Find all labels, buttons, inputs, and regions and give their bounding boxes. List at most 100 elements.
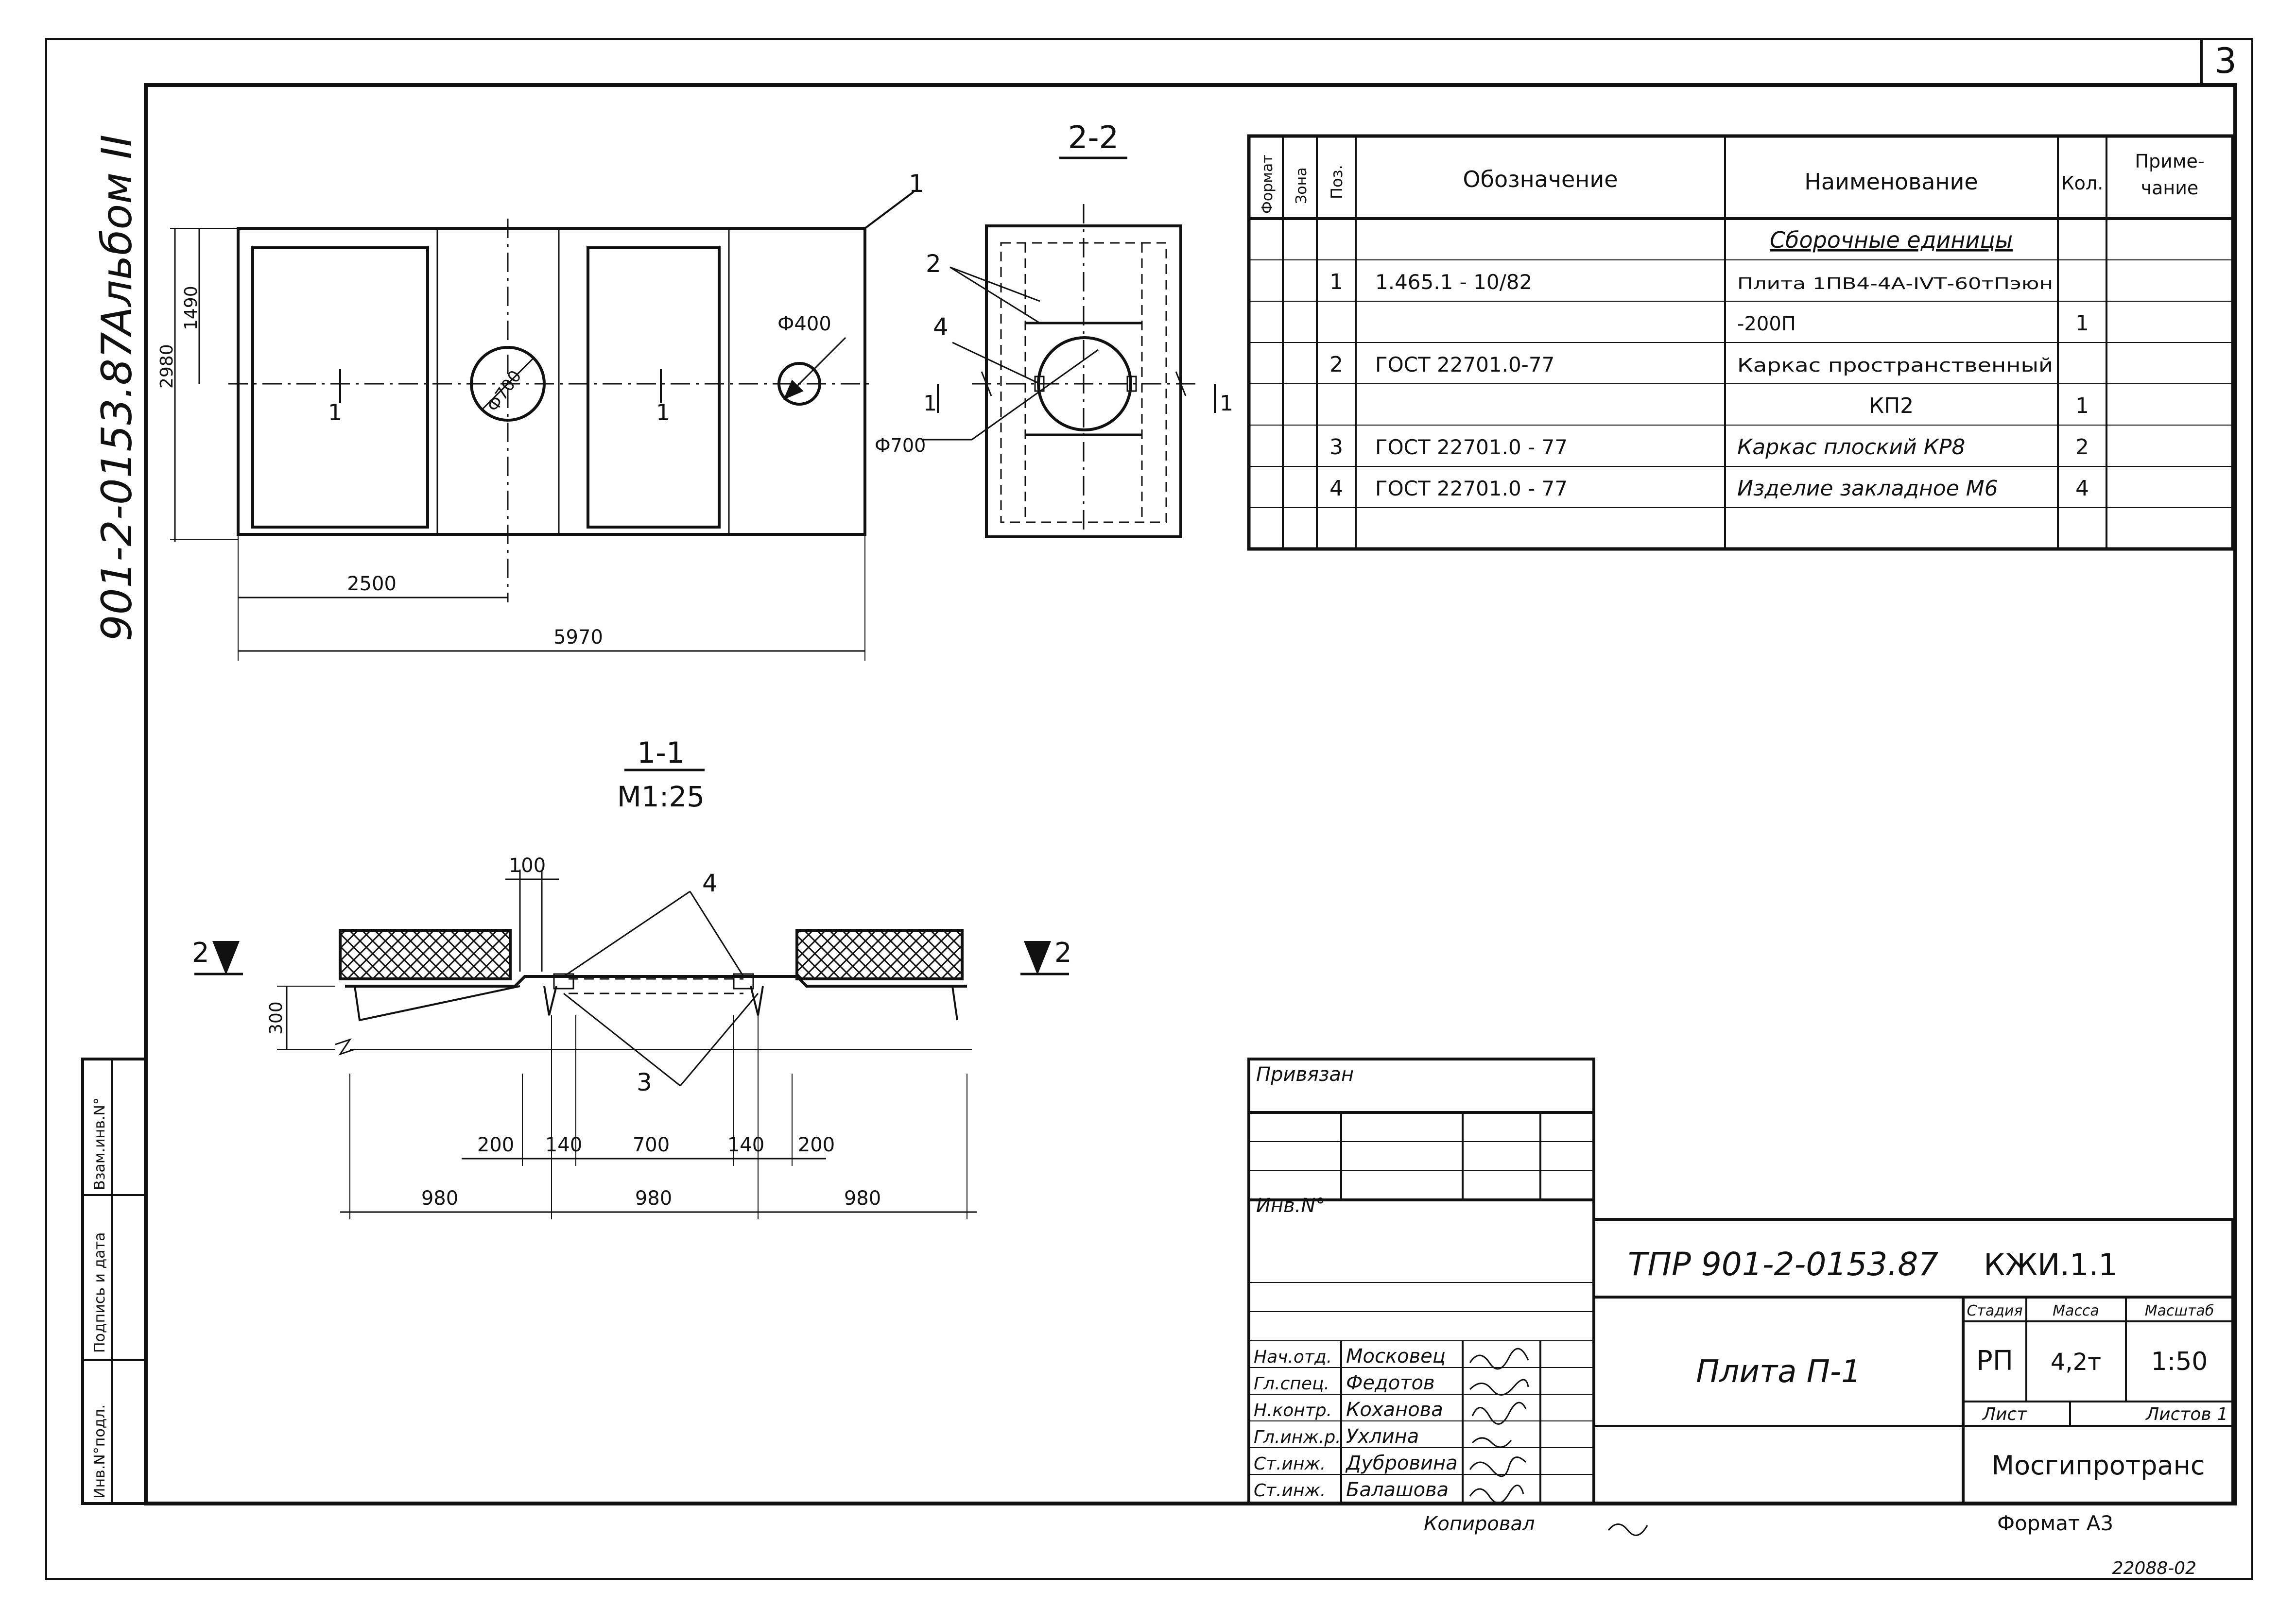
plan-dim-half-width: 2500 — [347, 573, 397, 595]
spec-header-note-1: Приме- — [2135, 151, 2204, 172]
staff-name: Дубровина — [1345, 1452, 1458, 1474]
section-1-1-dim-140-left: 140 — [545, 1134, 582, 1156]
spec-cell-name: Сборочные единицы — [1770, 227, 2013, 253]
plan-dim-half-height: 1490 — [181, 286, 201, 330]
scale-value: 1:50 — [2151, 1347, 2208, 1376]
spec-cell-pos: 2 — [1329, 352, 1343, 377]
mass-value: 4,2т — [2051, 1349, 2101, 1376]
sheet-code: КЖИ.1.1 — [1984, 1247, 2118, 1282]
spec-cell-name: Каркас плоский КР8 — [1737, 435, 1965, 460]
plan-section-mark-right: 1 — [656, 399, 670, 426]
staff-name: Коханова — [1346, 1399, 1443, 1421]
section-2-2-title: 2-2 — [1068, 120, 1119, 156]
spec-header-format: Формат — [1259, 154, 1276, 214]
plan-view — [170, 191, 915, 661]
item-name: Плита П-1 — [1696, 1354, 1861, 1390]
table-row: 2 ГОСТ 22701.0-77 Каркас пространственны… — [1329, 352, 2053, 377]
section-1-1-dim-200-right: 200 — [798, 1134, 835, 1156]
staff-role: Нач.отд. — [1254, 1347, 1332, 1367]
section-1-1-cut-right: 2 — [1054, 937, 1072, 969]
spec-header-note-2: чание — [2141, 177, 2199, 199]
spec-cell-name: Изделие закладное М6 — [1737, 476, 1998, 501]
staff-name: Московец — [1346, 1345, 1446, 1368]
mass-label: Масса — [2053, 1302, 2099, 1319]
section-1-1-dim-300: 300 — [266, 1001, 286, 1035]
side-stamp: Инв.N°подл. Подпись и дата Взам.инв.N° — [81, 1058, 147, 1505]
stage-label: Стадия — [1967, 1302, 2022, 1319]
spec-rows: Сборочные единицы 1 1.465.1 - 10/82 Плит… — [1329, 227, 2089, 501]
sheet-frame — [45, 38, 2253, 1580]
section-1-1-view — [194, 870, 1069, 1219]
table-row: 4 ГОСТ 22701.0 - 77 Изделие закладное М6… — [1329, 476, 2089, 501]
section-2-2-callout-2: 2 — [926, 250, 941, 278]
section-1-1-dim-980-1: 980 — [421, 1187, 458, 1210]
staff-name: Балашова — [1346, 1479, 1449, 1501]
section-2-2-callout-4: 4 — [933, 313, 949, 341]
section-1-1-dim-140-right: 140 — [727, 1134, 764, 1156]
spec-table — [1247, 134, 2235, 551]
spec-cell-name: Каркас пространственный — [1737, 355, 2053, 376]
side-stamp-signature: Подпись и дата — [91, 1232, 108, 1353]
spec-cell-pos: 3 — [1329, 435, 1343, 460]
side-stamp-replaced: Взам.инв.N° — [91, 1097, 108, 1190]
staff-role: Н.контр. — [1254, 1401, 1332, 1420]
section-1-1-callout-3: 3 — [637, 1068, 652, 1096]
spec-cell-name: -200П — [1737, 313, 1796, 335]
spec-cell-designation: ГОСТ 22701.0 - 77 — [1375, 435, 1568, 459]
staff-role: Гл.инж.р. — [1254, 1427, 1341, 1447]
spec-cell-name: КП2 — [1869, 393, 1914, 418]
spec-cell-qty: 1 — [2075, 311, 2089, 336]
section-1-1-dim-980-2: 980 — [635, 1187, 672, 1210]
scale-label: Масштаб — [2145, 1302, 2214, 1319]
staff-name: Федотов — [1346, 1372, 1435, 1394]
plan-section-mark-left: 1 — [328, 399, 342, 426]
copied-by-label: Копировал — [1424, 1513, 1535, 1535]
spec-cell-qty: 1 — [2075, 393, 2089, 418]
spec-header-pos: Поз. — [1328, 165, 1346, 199]
section-2-2-view — [923, 204, 1216, 544]
spec-cell-designation: ГОСТ 22701.0-77 — [1375, 353, 1554, 376]
spec-header-name: Наименование — [1804, 169, 1978, 195]
table-row: КП2 1 — [1869, 393, 2089, 418]
organization: Мосгипротранс — [1991, 1450, 2205, 1481]
bound-label: Привязан — [1256, 1063, 1354, 1086]
staff-role: Ст.инж. — [1254, 1481, 1326, 1501]
table-row: Сборочные единицы — [1770, 227, 2013, 253]
sheet-number: 3 — [2214, 40, 2237, 81]
section-2-2-cut-right: 1 — [1220, 391, 1233, 416]
section-1-1-dim-700: 700 — [633, 1134, 670, 1156]
spec-cell-qty: 4 — [2075, 476, 2089, 501]
project-code-vertical: 901-2-0153.87 — [93, 332, 141, 641]
section-1-1-dim-200-left: 200 — [477, 1134, 514, 1156]
staff-role: Гл.спец. — [1254, 1374, 1329, 1394]
sheet-label: Лист — [1982, 1404, 2027, 1424]
plan-hole-small-label: Ф400 — [777, 313, 831, 335]
section-1-1-dim-980-3: 980 — [844, 1187, 881, 1210]
spec-header-designation: Обозначение — [1463, 166, 1618, 192]
staff-role: Ст.инж. — [1254, 1454, 1326, 1474]
format-label: Формат А3 — [1997, 1511, 2113, 1535]
staff-list: Нач.отд. Московец Гл.спец. Федотов Н.кон… — [1254, 1345, 1458, 1501]
signatures — [1469, 1348, 1648, 1536]
section-2-2-cut-left: 1 — [923, 391, 937, 416]
plan-hole-large-label: Ф700 — [483, 367, 526, 415]
stage-value: РП — [1976, 1345, 2013, 1377]
spec-cell-pos: 1 — [1329, 270, 1343, 294]
spec-cell-qty: 2 — [2075, 435, 2089, 460]
spec-cell-name: Плита 1ПВ4-4А-IVТ-60тПэюн — [1737, 274, 2053, 293]
spec-header-qty: Кол. — [2061, 172, 2104, 194]
archive-number: 22088-02 — [2112, 1558, 2196, 1578]
section-1-1-scale: М1:25 — [617, 780, 705, 813]
spec-cell-designation: ГОСТ 22701.0 - 77 — [1375, 477, 1568, 500]
spec-header-zone: Зона — [1293, 167, 1310, 204]
document-code: ТПР 901-2-0153.87 — [1628, 1246, 1938, 1283]
section-1-1-dim-100: 100 — [509, 855, 546, 877]
album-label: Альбом II — [93, 135, 141, 338]
table-row: 3 ГОСТ 22701.0 - 77 Каркас плоский КР8 2 — [1329, 435, 2089, 460]
section-2-2-dim-hole: Ф700 — [875, 435, 926, 456]
table-row: 1 1.465.1 - 10/82 Плита 1ПВ4-4А-IVТ-60тП… — [1329, 270, 2053, 294]
title-block-frame — [1247, 1058, 2234, 1505]
sheets-label: Листов 1 — [2145, 1404, 2228, 1424]
section-1-1-title: 1-1 — [637, 736, 685, 770]
plan-dim-height: 2980 — [157, 344, 177, 389]
